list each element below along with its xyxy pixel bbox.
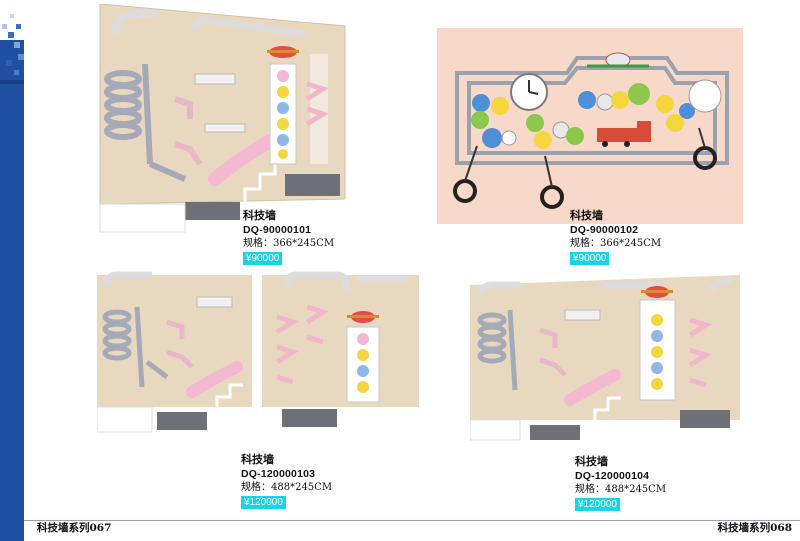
product-title: 科技墙 — [570, 210, 603, 222]
product-spec: 规格：366*245CM — [570, 238, 662, 249]
product-image-2 — [437, 28, 743, 224]
product-caption-1: 科技墙 DQ-90000101 规格：366*245CM ¥90000 — [243, 209, 334, 265]
product-caption-4: 科技墙 DQ-120000104 规格：488*245CM ¥120000 — [575, 455, 666, 511]
footer-divider — [24, 520, 800, 521]
product-code: DQ-120000103 — [241, 468, 316, 480]
mosaic-pattern — [0, 0, 24, 541]
product-title: 科技墙 — [575, 456, 608, 468]
product-code: DQ-90000101 — [243, 224, 312, 236]
product-image-4 — [470, 270, 760, 442]
product-spec: 规格：488*245CM — [241, 482, 333, 493]
product-image-1 — [95, 4, 360, 236]
product-price: ¥120000 — [241, 496, 286, 509]
product-code: DQ-90000102 — [570, 224, 639, 236]
product-spec: 规格：366*245CM — [243, 238, 335, 249]
footer-page-left: 科技墙系列067 — [37, 522, 112, 534]
product-price: ¥90000 — [570, 252, 610, 265]
product-spec: 规格：488*245CM — [575, 484, 667, 495]
product-title: 科技墙 — [241, 454, 274, 466]
product-image-3 — [97, 267, 442, 437]
product-price: ¥120000 — [575, 498, 620, 511]
product-title: 科技墙 — [243, 210, 276, 222]
footer-page-right: 科技墙系列068 — [717, 522, 792, 534]
product-price: ¥90000 — [243, 252, 283, 265]
product-caption-2: 科技墙 DQ-90000102 规格：366*245CM ¥90000 — [570, 209, 661, 265]
sidebar-decoration — [0, 0, 24, 541]
product-caption-3: 科技墙 DQ-120000103 规格：488*245CM ¥120000 — [241, 453, 332, 509]
product-code: DQ-120000104 — [575, 470, 650, 482]
